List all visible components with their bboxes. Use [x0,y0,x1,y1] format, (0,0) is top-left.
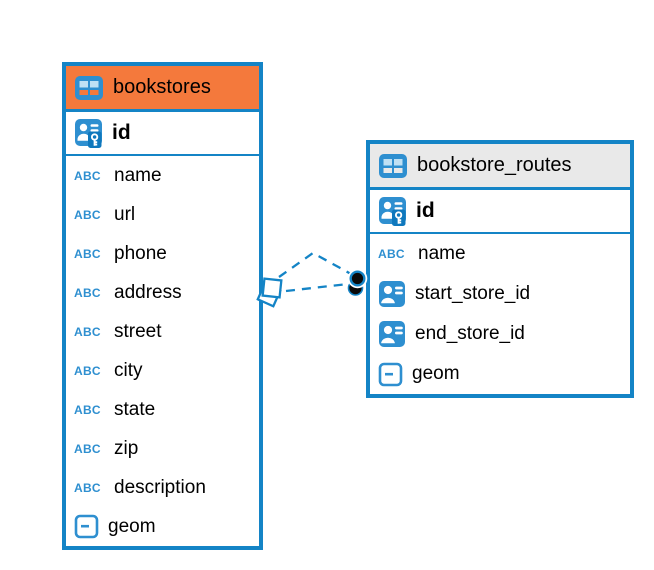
column-name: url [114,203,136,225]
table-header-bookstore-routes[interactable]: bookstore_routes [370,144,630,190]
reference-column-icon [378,280,406,308]
column-row[interactable]: ABC address [66,273,259,312]
entity-table-bookstores[interactable]: bookstores id ABC name A [62,62,263,550]
relationship-endpoint-dot[interactable] [347,268,368,296]
column-name: id [416,199,435,222]
text-type-icon: ABC [74,285,101,300]
column-name: name [114,164,162,186]
column-name: phone [114,242,167,264]
column-row[interactable]: start_store_id [370,274,630,314]
primary-key-icon [378,196,407,227]
text-type-icon: ABC [74,363,101,378]
column-row[interactable]: ABC url [66,195,259,234]
relationship-lines[interactable] [278,251,352,293]
column-name: name [418,243,466,264]
object-type-icon [74,514,99,539]
primary-key-icon [74,118,103,149]
column-name: address [114,281,182,303]
text-type-icon: ABC [74,441,101,456]
column-row[interactable]: ABC description [66,468,259,507]
entity-table-bookstore-routes[interactable]: bookstore_routes id ABC name [366,140,634,398]
text-type-icon: ABC [74,168,101,183]
table-name: bookstore_routes [417,154,572,176]
table-icon [74,75,104,101]
column-name: end_store_id [415,323,525,344]
column-name: street [114,320,162,342]
column-row-id[interactable]: id [66,112,259,156]
column-name: description [114,476,206,498]
text-type-icon: ABC [74,207,101,222]
column-name: geom [412,363,460,384]
relationship-line-1 [278,251,352,278]
text-type-icon: ABC [74,402,101,417]
column-name: city [114,359,143,381]
column-row[interactable]: ABC city [66,351,259,390]
column-row[interactable]: ABC street [66,312,259,351]
column-row-id[interactable]: id [370,190,630,234]
column-name: zip [114,437,139,459]
object-type-icon [378,362,403,387]
column-row[interactable]: ABC phone [66,234,259,273]
text-type-icon: ABC [74,324,101,339]
reference-column-icon [378,320,406,348]
column-name: state [114,398,156,420]
relationship-line-2 [285,282,349,293]
column-name: start_store_id [415,283,531,304]
column-name: geom [108,515,156,537]
table-name: bookstores [113,76,211,98]
column-row[interactable]: ABC name [370,234,630,274]
column-row[interactable]: geom [66,507,259,546]
table-header-bookstores[interactable]: bookstores [66,66,259,112]
text-type-icon: ABC [74,480,101,495]
column-row[interactable]: geom [370,354,630,394]
text-type-icon: ABC [74,246,101,261]
column-row[interactable]: end_store_id [370,314,630,354]
column-row[interactable]: ABC state [66,390,259,429]
column-name: id [112,121,131,144]
table-icon [378,153,408,179]
column-row[interactable]: ABC zip [66,429,259,468]
column-row[interactable]: ABC name [66,156,259,195]
text-type-icon: ABC [378,247,405,261]
